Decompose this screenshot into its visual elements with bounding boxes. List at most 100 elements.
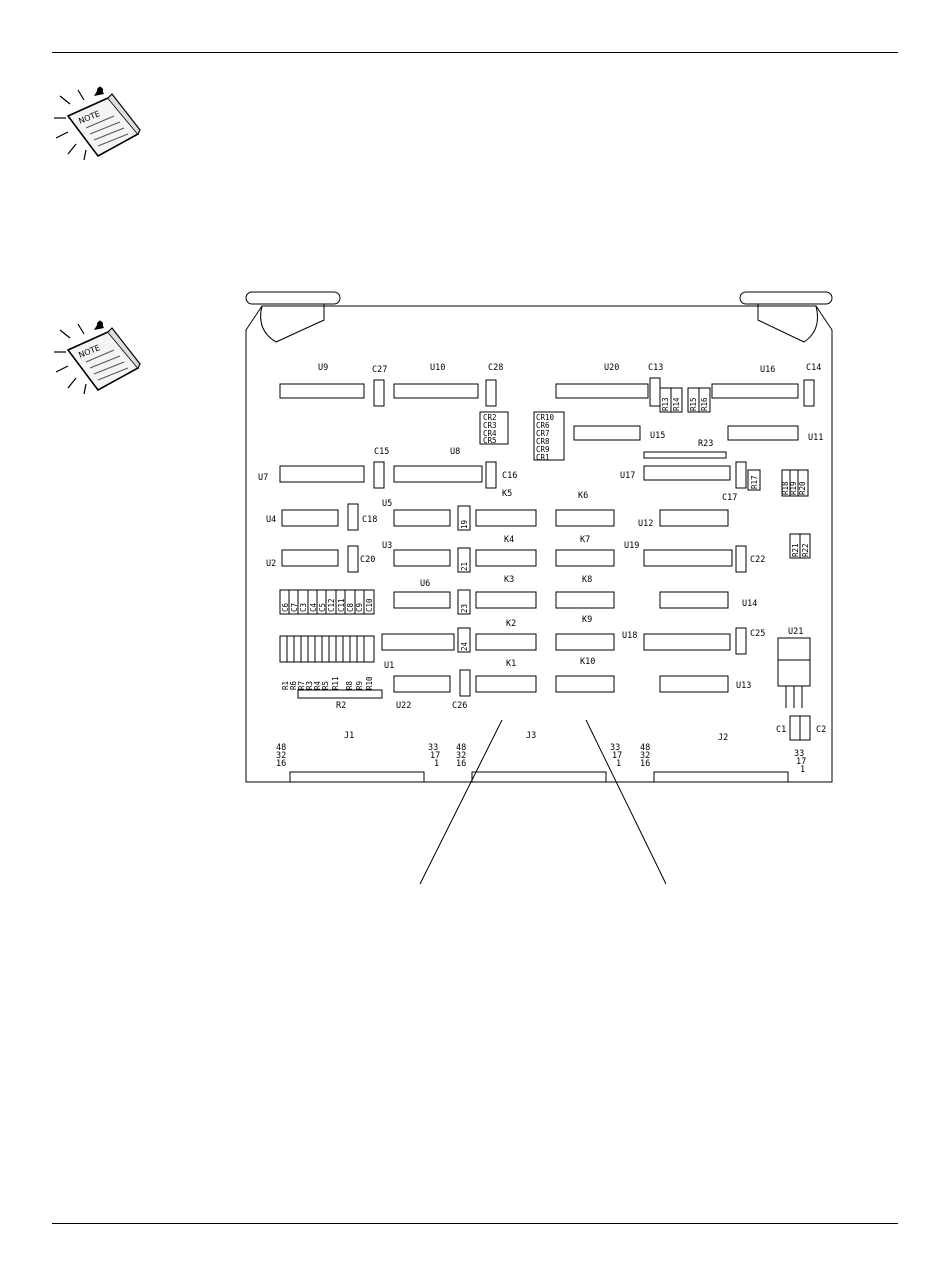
pin-1-j1: 1 bbox=[434, 759, 439, 769]
ic-u11 bbox=[727, 425, 799, 441]
label-k2: K2 bbox=[506, 619, 516, 629]
label-r21: R21 bbox=[791, 543, 800, 557]
relay-k3 bbox=[475, 591, 537, 609]
pin-48-j1: 48 bbox=[276, 743, 286, 753]
label-u21: U21 bbox=[788, 627, 803, 637]
label-c8: C8 bbox=[346, 602, 355, 612]
ic-u2 bbox=[281, 549, 339, 567]
pin-16-j2: 16 bbox=[640, 759, 650, 769]
label-c10: C10 bbox=[365, 598, 374, 612]
label-u1: U1 bbox=[384, 661, 394, 671]
ic-u3 bbox=[393, 549, 451, 567]
label-r13: R13 bbox=[661, 397, 670, 411]
top-rule bbox=[52, 52, 898, 53]
pin-48-j3: 48 bbox=[456, 743, 466, 753]
cap-c15 bbox=[373, 461, 385, 489]
label-u3: U3 bbox=[382, 541, 392, 551]
pin-48-j2: 48 bbox=[640, 743, 650, 753]
pin-16-j3: 16 bbox=[456, 759, 466, 769]
label-r1: R1 bbox=[281, 681, 290, 690]
label-k4: K4 bbox=[504, 535, 514, 545]
label-j3: J3 bbox=[526, 731, 536, 741]
resistor-r23 bbox=[643, 451, 727, 459]
ic-u19 bbox=[643, 549, 733, 567]
ic-u16 bbox=[711, 383, 799, 399]
label-u4: U4 bbox=[266, 515, 276, 525]
label-cr2: CR2 bbox=[483, 413, 497, 422]
pin-33-j1: 33 bbox=[428, 743, 438, 753]
label-c15: C15 bbox=[374, 447, 389, 457]
left-ejector-handle bbox=[245, 291, 341, 305]
label-k9: K9 bbox=[582, 615, 592, 625]
label-r22: R22 bbox=[801, 543, 810, 557]
pin-16-j1: 16 bbox=[276, 759, 286, 769]
label-u20: U20 bbox=[604, 363, 619, 373]
label-cr6: CR6 bbox=[536, 421, 550, 430]
cap-c28 bbox=[485, 379, 497, 407]
resistor-r17 bbox=[747, 469, 761, 491]
pin-1-j3: 1 bbox=[616, 759, 621, 769]
label-c11: C11 bbox=[337, 598, 346, 612]
ic-u12 bbox=[659, 509, 729, 527]
pin-17-j1: 17 bbox=[430, 751, 440, 761]
label-u17: U17 bbox=[620, 471, 635, 481]
pin-1-j2: 1 bbox=[800, 765, 805, 775]
label-c14: C14 bbox=[806, 363, 821, 373]
regulator-u21 bbox=[777, 637, 811, 687]
label-r10: R10 bbox=[365, 676, 374, 690]
label-r4: R4 bbox=[313, 680, 322, 690]
label-u10: U10 bbox=[430, 363, 445, 373]
label-r7: R7 bbox=[297, 681, 306, 690]
label-r19: R19 bbox=[789, 481, 798, 495]
label-c7: C7 bbox=[290, 603, 299, 612]
label-k7: K7 bbox=[580, 535, 590, 545]
label-r14: R14 bbox=[672, 397, 681, 411]
resistor-bank bbox=[279, 635, 375, 663]
cap-c18 bbox=[347, 503, 359, 531]
label-cr5: CR5 bbox=[483, 436, 497, 445]
pin-33-j3: 33 bbox=[610, 743, 620, 753]
label-cr7: CR7 bbox=[536, 429, 550, 438]
label-r2: R2 bbox=[336, 701, 346, 711]
label-c26: C26 bbox=[452, 701, 467, 711]
part-19 bbox=[457, 505, 471, 531]
label-k8: K8 bbox=[582, 575, 592, 585]
cap-c13 bbox=[649, 377, 661, 407]
connector-j1 bbox=[289, 771, 425, 783]
label-19: 19 bbox=[460, 520, 469, 529]
pin-17-j2: 17 bbox=[796, 757, 806, 767]
label-r23: R23 bbox=[698, 439, 713, 449]
label-u7: U7 bbox=[258, 473, 268, 483]
ic-u5 bbox=[393, 509, 451, 527]
relay-k4 bbox=[475, 549, 537, 567]
label-c25: C25 bbox=[750, 629, 765, 639]
cap-c14 bbox=[803, 379, 815, 407]
label-u16: U16 bbox=[760, 365, 775, 375]
label-c5: C5 bbox=[318, 603, 327, 612]
label-k5: K5 bbox=[502, 489, 512, 499]
pin-32-j2: 32 bbox=[640, 751, 650, 761]
label-cr8: CR8 bbox=[536, 437, 550, 446]
label-c16: C16 bbox=[502, 471, 517, 481]
ic-u18 bbox=[643, 633, 731, 651]
ic-u1 bbox=[381, 633, 455, 651]
label-r16: R16 bbox=[700, 397, 709, 411]
relay-k9 bbox=[555, 633, 615, 651]
pin-33-j2: 33 bbox=[794, 749, 804, 759]
relay-k1 bbox=[475, 675, 537, 693]
relay-k6 bbox=[555, 509, 615, 527]
label-c4: C4 bbox=[309, 602, 318, 612]
cap-c16 bbox=[485, 461, 497, 489]
label-c22: C22 bbox=[750, 555, 765, 565]
part-24 bbox=[457, 627, 471, 653]
label-u15: U15 bbox=[650, 431, 665, 441]
relay-k7 bbox=[555, 549, 615, 567]
label-r20: R20 bbox=[798, 481, 807, 495]
label-r3: R3 bbox=[305, 681, 314, 690]
label-k10: K10 bbox=[580, 657, 595, 667]
label-c27: C27 bbox=[372, 365, 387, 375]
label-u11: U11 bbox=[808, 433, 823, 443]
label-u6: U6 bbox=[420, 579, 430, 589]
label-r9: R9 bbox=[355, 681, 364, 690]
